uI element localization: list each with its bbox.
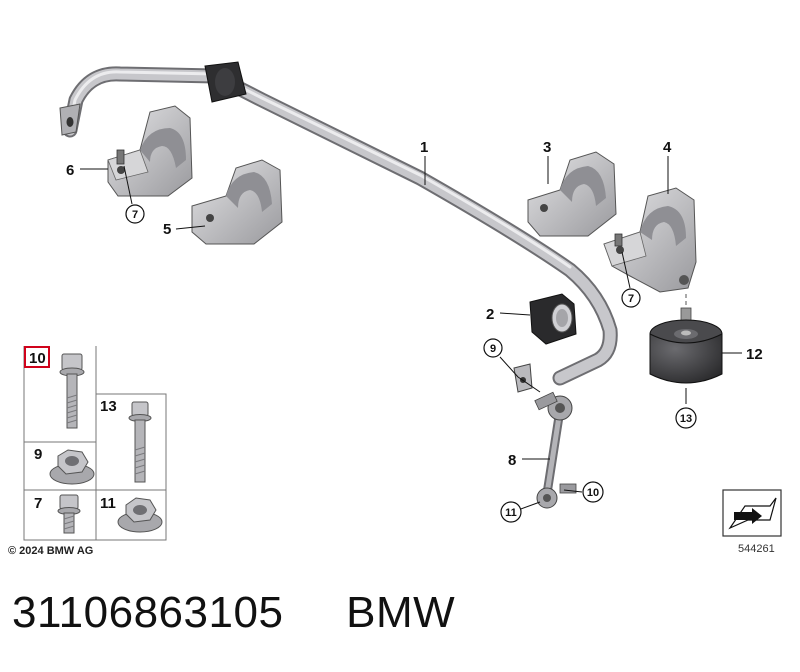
nut-11-image [117,497,163,533]
callout-10-label: 10 [587,487,599,499]
callout-6: 6 [66,162,74,179]
link-bracket-9 [513,363,533,393]
callout-4: 4 [663,139,672,156]
table-cell-10-label: 10 [29,350,46,367]
bushing-bracket-6 [107,105,193,197]
fastener-table: 10 13 9 7 [23,346,167,541]
table-cell-7-label: 7 [34,495,42,512]
rubber-bushing-2 [529,293,577,345]
callout-2: 2 [486,306,494,323]
callout-3: 3 [543,139,551,156]
brand-name: BMW [346,588,456,637]
callout-1-label: 1 [420,139,428,156]
bushing-5 [191,159,283,245]
callout-5: 5 [163,221,171,238]
table-cell-11-label: 11 [100,495,116,512]
callout-12-label: 12 [746,346,763,363]
bolt-10-image [59,353,85,429]
callout-9: 9 [483,338,503,358]
callout-8: 8 [508,452,516,469]
callout-12: 12 [746,346,763,363]
callout-2-label: 2 [486,306,494,323]
callout-1: 1 [420,139,428,156]
callout-6-label: 6 [66,162,74,179]
callout-13-label: 13 [680,413,692,425]
callout-3-label: 3 [543,139,551,156]
stabilizer-bar [59,61,618,386]
callout-4-label: 4 [663,139,672,156]
callout-13: 13 [675,407,697,429]
callout-5-label: 5 [163,221,171,238]
callout-9-label: 9 [490,343,496,355]
rubber-mount-12 [649,294,723,384]
diagram-id: 544261 [738,543,775,555]
part-footer: 31106863105 BMW [12,588,455,638]
callout-7a: 7 [125,204,145,224]
copyright-text: © 2024 BMW AG [8,545,93,557]
nut-9-image [49,449,95,485]
selected-part-highlight [24,346,50,368]
bolt-13-image [128,401,152,483]
callout-7a-label: 7 [132,209,138,221]
stabilizer-link-8 [534,391,577,509]
callout-7b-label: 7 [628,293,634,305]
part-number: 31106863105 [12,588,284,637]
bushing-3 [527,151,617,237]
callout-7b: 7 [621,288,641,308]
bushing-bracket-4 [603,187,697,293]
leader-lines [80,156,742,511]
callout-11-label: 11 [505,507,517,519]
callout-10: 10 [582,481,604,503]
callout-11: 11 [500,501,522,523]
bolt-7-image [57,494,81,534]
table-cell-13-label: 13 [100,398,117,415]
orientation-arrow-icon [722,489,782,537]
callout-8-label: 8 [508,452,516,469]
table-cell-9-label: 9 [34,446,42,463]
